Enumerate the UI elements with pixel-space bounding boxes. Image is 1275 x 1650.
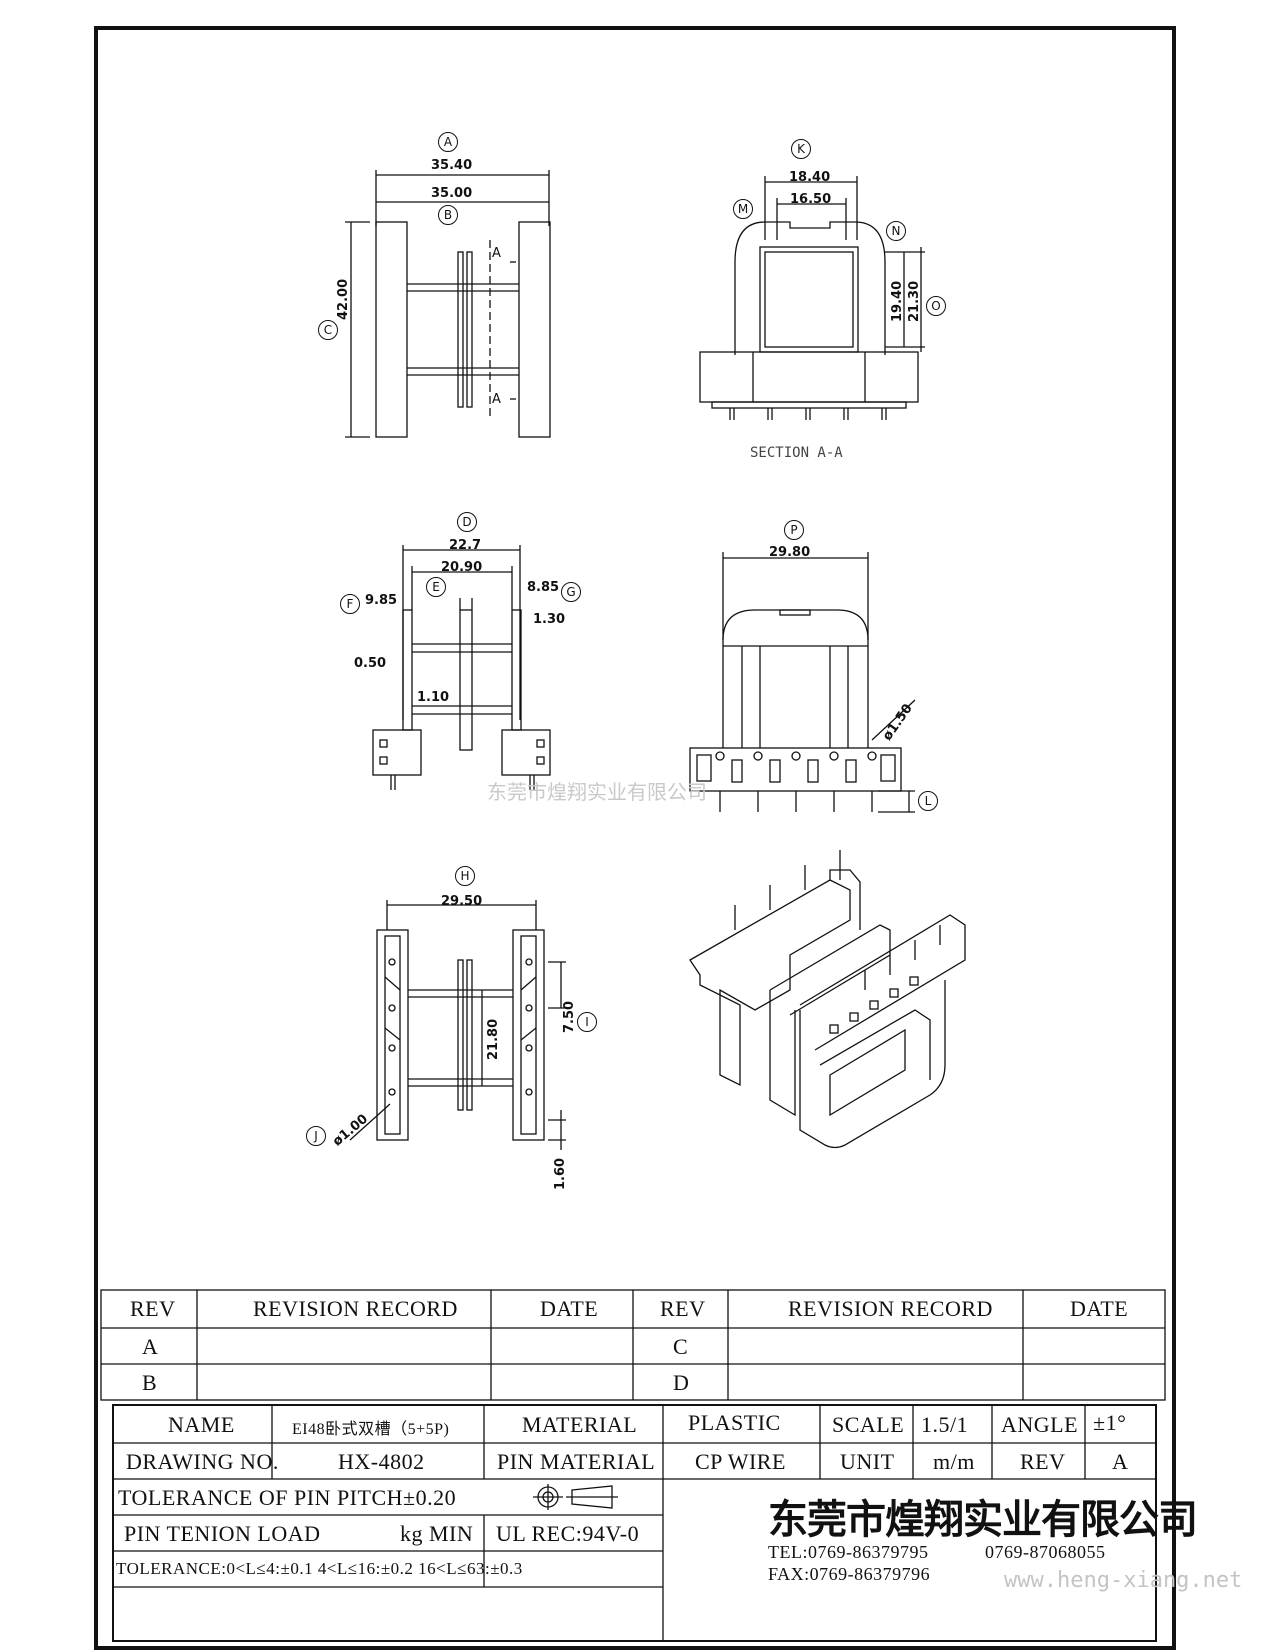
dim-divider: 1.10 xyxy=(417,690,450,705)
unit-label: UNIT xyxy=(840,1449,895,1474)
dim-pin-len: 1.60 xyxy=(553,1157,568,1190)
rev-value: A xyxy=(1112,1449,1129,1474)
bottom-view xyxy=(349,900,566,1150)
revision-record-header-1: REVISION RECORD xyxy=(253,1296,458,1321)
dim-left-slot: 9.85 xyxy=(365,593,398,608)
material-value: PLASTIC xyxy=(688,1410,781,1435)
label-m-circle: M xyxy=(733,199,753,219)
dim-pitch: 7.50 xyxy=(562,1000,577,1033)
top-view xyxy=(345,170,551,438)
rev-row-a: A xyxy=(142,1334,159,1359)
website-watermark: www.heng-xiang.net xyxy=(1004,1568,1243,1593)
label-c-circle: C xyxy=(318,320,338,340)
pin-tension-unit: kg MIN xyxy=(400,1521,474,1546)
label-a-circle: A xyxy=(438,132,458,152)
title-block-lines xyxy=(112,1404,1157,1642)
label-h-circle: H xyxy=(455,866,475,886)
label-p-circle: P xyxy=(784,520,804,540)
rev-header-1: REV xyxy=(130,1296,176,1321)
side-view xyxy=(372,545,551,790)
dim-outer-width: 35.40 xyxy=(431,158,473,173)
dim-front-width: 29.80 xyxy=(769,545,811,560)
label-n-circle: N xyxy=(886,221,906,241)
dim-section-outer-width: 18.40 xyxy=(789,170,831,185)
front-view xyxy=(689,552,916,813)
section-mark-top: A xyxy=(492,246,501,261)
rev-row-d: D xyxy=(673,1370,690,1395)
label-f-circle: F xyxy=(340,594,360,614)
name-value: EI48卧式双槽（5+5P) xyxy=(292,1421,450,1438)
angle-value: ±1° xyxy=(1093,1410,1127,1435)
pin-material-value: CP WIRE xyxy=(695,1449,786,1474)
tolerance-pin-pitch: TOLERANCE OF PIN PITCH±0.20 xyxy=(118,1485,457,1510)
material-label: MATERIAL xyxy=(522,1412,638,1437)
scale-value: 1.5/1 xyxy=(921,1412,969,1437)
section-view xyxy=(699,176,925,420)
unit-value: m/m xyxy=(933,1449,975,1474)
label-g-circle: G xyxy=(561,582,581,602)
revision-record-header-2: REVISION RECORD xyxy=(788,1296,993,1321)
label-o-circle: O xyxy=(926,296,946,316)
section-caption: SECTION A-A xyxy=(750,445,843,461)
sheet-border xyxy=(94,26,1176,1650)
dim-core: 21.80 xyxy=(486,1018,501,1060)
tolerance-general: TOLERANCE:0<L≤4:±0.1 4<L≤16:±0.2 16<L≤63… xyxy=(116,1559,523,1578)
watermark: 东莞市煌翔实业有限公司 xyxy=(487,780,707,804)
label-k-circle: K xyxy=(791,139,811,159)
scale-label: SCALE xyxy=(832,1412,905,1437)
label-d-circle: D xyxy=(457,512,477,532)
label-b-circle: B xyxy=(438,205,458,225)
rev-row-b: B xyxy=(142,1370,158,1395)
drawing-no-label: DRAWING NO. xyxy=(126,1449,279,1474)
label-l-circle: L xyxy=(918,791,938,811)
dim-inner-width: 35.00 xyxy=(431,186,473,201)
dim-bottom-width: 29.50 xyxy=(441,894,483,909)
rev-header-2: REV xyxy=(660,1296,706,1321)
drawing-no-value: HX-4802 xyxy=(338,1449,425,1474)
section-mark-bottom: A xyxy=(492,392,501,407)
pin-material-label: PIN MATERIAL xyxy=(497,1449,656,1474)
revision-table-lines xyxy=(100,1289,1166,1401)
company-fax: FAX:0769-86379796 xyxy=(768,1564,931,1584)
name-label: NAME xyxy=(168,1412,235,1437)
label-i-circle: I xyxy=(577,1012,597,1032)
ul-rec: UL REC:94V-0 xyxy=(496,1521,640,1546)
pin-tension-label: PIN TENION LOAD xyxy=(124,1521,321,1546)
dim-total-width: 22.7 xyxy=(449,538,482,553)
rev-row-c: C xyxy=(673,1334,689,1359)
label-e-circle: E xyxy=(426,577,446,597)
dim-slot-width: 20.90 xyxy=(441,560,483,575)
angle-label: ANGLE xyxy=(1001,1412,1079,1437)
company-tel: TEL:0769-86379795 xyxy=(768,1542,929,1562)
company-name: 东莞市煌翔实业有限公司 xyxy=(768,1496,1198,1543)
isometric-view xyxy=(689,850,966,1149)
label-j-circle: J xyxy=(306,1126,326,1146)
dim-section-inner-height: 19.40 xyxy=(890,280,905,322)
dim-section-outer-height: 21.30 xyxy=(907,280,922,322)
company-tel2: 0769-87068055 xyxy=(985,1542,1106,1562)
dim-wall: 0.50 xyxy=(354,656,387,671)
dim-section-inner-width: 16.50 xyxy=(790,192,832,207)
date-header-1: DATE xyxy=(540,1296,599,1321)
dim-flange-thk: 1.30 xyxy=(533,612,566,627)
date-header-2: DATE xyxy=(1070,1296,1129,1321)
rev-label: REV xyxy=(1020,1449,1066,1474)
dim-right-slot: 8.85 xyxy=(527,580,560,595)
dim-height: 42.00 xyxy=(336,278,351,320)
